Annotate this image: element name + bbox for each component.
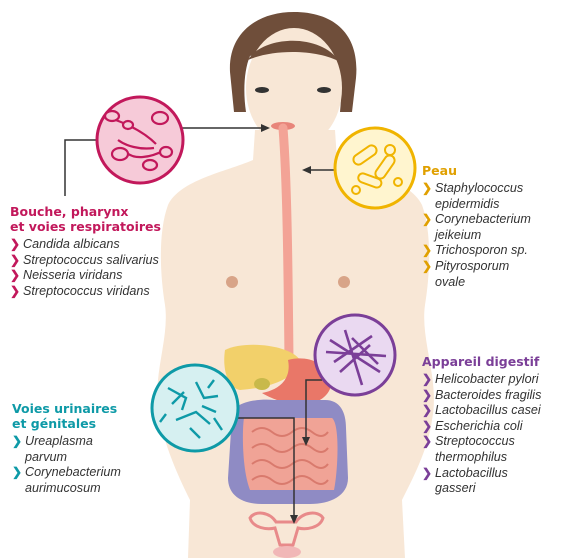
urinary-genital-title: Voies urinaires et génitales [12,401,187,431]
item-line: Staphylococcus [435,181,577,197]
chevron-right-icon: ❯ [422,388,432,404]
chevron-right-icon: ❯ [10,268,20,284]
item-line: Corynebacterium [25,465,187,481]
item-line: Streptococcus [435,434,577,450]
left-eye [255,87,269,93]
item-line: Escherichia coli [435,419,577,435]
item-line: Bacteroides fragilis [435,388,577,404]
list-item: ❯Trichosporon sp. [422,243,577,259]
chevron-right-icon: ❯ [10,253,20,269]
urinary-genital-group: Voies urinaires et génitales ❯Ureaplasma… [12,401,187,496]
list-item: ❯Helicobacter pylori [422,372,577,388]
item-line: Helicobacter pylori [435,372,577,388]
item-line: parvum [25,450,187,466]
digestive-microbe-circle [315,315,395,395]
list-item: ❯Escherichia coli [422,419,577,435]
title-line: Voies urinaires [12,401,187,416]
digestive-list: ❯Helicobacter pylori ❯Bacteroides fragil… [422,372,577,497]
chevron-right-icon: ❯ [422,259,432,275]
title-line: Appareil digestif [422,354,577,369]
skin-microbe-circle [335,128,415,208]
item-line: epidermidis [435,197,577,213]
mouth-respiratory-list: ❯Candida albicans ❯Streptococcus salivar… [10,237,230,299]
list-item: ❯Streptococcus viridans [10,284,230,300]
mouth-respiratory-group: Bouche, pharynx et voies respiratoires ❯… [10,204,230,299]
item-line: Ureaplasma [25,434,187,450]
item-line: gasseri [435,481,577,497]
gallbladder [254,378,270,390]
right-eye [317,87,331,93]
digestive-group: Appareil digestif ❯Helicobacter pylori ❯… [422,354,577,497]
chevron-right-icon: ❯ [422,212,432,228]
item-line: thermophilus [435,450,577,466]
chevron-right-icon: ❯ [10,284,20,300]
list-item: ❯Candida albicans [10,237,230,253]
chevron-right-icon: ❯ [422,372,432,388]
list-item: ❯Neisseria viridans [10,268,230,284]
chevron-right-icon: ❯ [422,466,432,482]
title-line: Peau [422,163,577,178]
list-item: ❯Streptococcus salivarius [10,253,230,269]
chevron-right-icon: ❯ [12,465,22,481]
mouth-connector [65,140,98,196]
bladder [273,546,301,558]
item-line: Corynebacterium [435,212,577,228]
title-line: et génitales [12,416,187,431]
item-line: aurimucosum [25,481,187,497]
list-item: ❯Lactobacillus casei [422,403,577,419]
chevron-right-icon: ❯ [422,403,432,419]
mouth-microbe-circle [97,97,183,183]
right-nipple [338,276,350,288]
skin-title: Peau [422,163,577,178]
item-line: Trichosporon sp. [435,243,577,259]
mouth-respiratory-title: Bouche, pharynx et voies respiratoires [10,204,230,234]
item-line: Lactobacillus casei [435,403,577,419]
item-line: Lactobacillus [435,466,577,482]
chevron-right-icon: ❯ [422,181,432,197]
digestive-title: Appareil digestif [422,354,577,369]
item-line: Pityrosporum [435,259,577,275]
item-line: Streptococcus salivarius [23,253,230,269]
title-line: Bouche, pharynx [10,204,230,219]
item-line: Candida albicans [23,237,230,253]
chevron-right-icon: ❯ [10,237,20,253]
title-line: et voies respiratoires [10,219,230,234]
list-item: ❯Bacteroides fragilis [422,388,577,404]
chevron-right-icon: ❯ [422,243,432,259]
item-line: Streptococcus viridans [23,284,230,300]
item-line: ovale [435,275,577,291]
chevron-right-icon: ❯ [422,419,432,435]
chevron-right-icon: ❯ [12,434,22,450]
item-line: Neisseria viridans [23,268,230,284]
chevron-right-icon: ❯ [422,434,432,450]
item-line: jeikeium [435,228,577,244]
